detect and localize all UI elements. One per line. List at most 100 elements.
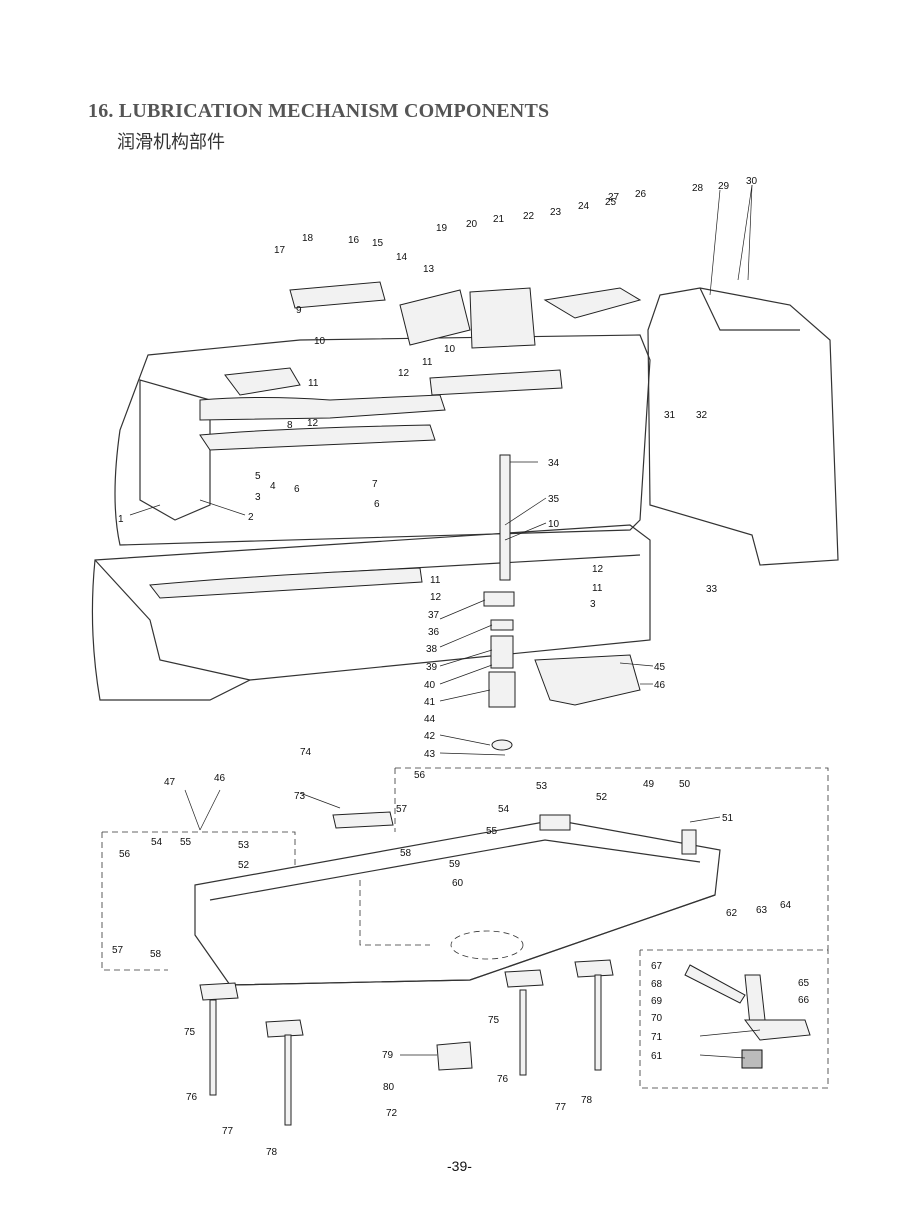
- label-41: 41: [424, 697, 436, 708]
- label-50: 50: [679, 779, 691, 790]
- label-6: 6: [294, 484, 300, 495]
- label-12c: 12: [430, 592, 442, 603]
- label-35: 35: [548, 494, 560, 505]
- arm-cover: [647, 287, 839, 566]
- label-55b: 55: [180, 837, 192, 848]
- page-subtitle-chinese: 润滑机构部件: [117, 132, 225, 153]
- label-22: 22: [523, 211, 535, 222]
- label-2: 2: [248, 512, 254, 523]
- oil-pump-assembly: [483, 454, 516, 751]
- label-12b: 12: [307, 418, 319, 429]
- label-14: 14: [396, 252, 408, 263]
- label-77b: 77: [555, 1102, 567, 1113]
- label-54b: 54: [151, 837, 163, 848]
- label-51: 51: [722, 813, 734, 824]
- label-10c: 10: [548, 519, 560, 530]
- label-38: 38: [426, 644, 438, 655]
- page-title: 16. LUBRICATION MECHANISM COMPONENTS: [88, 100, 550, 122]
- label-3: 3: [255, 492, 261, 503]
- label-77a: 77: [222, 1126, 234, 1137]
- linkage-assembly: [684, 964, 811, 1069]
- label-70: 70: [651, 1013, 663, 1024]
- label-15: 15: [372, 238, 384, 249]
- label-66: 66: [798, 995, 810, 1006]
- oil-pan-base: [194, 814, 721, 986]
- label-30: 30: [746, 176, 758, 187]
- label-53a: 53: [536, 781, 548, 792]
- dashed-groups: [101, 767, 829, 1089]
- label-73: 73: [294, 791, 306, 802]
- leader-lines: [129, 184, 761, 1059]
- label-60: 60: [452, 878, 464, 889]
- label-3b: 3: [590, 599, 596, 610]
- label-49: 49: [643, 779, 655, 790]
- label-11d: 11: [592, 583, 603, 594]
- label-67: 67: [651, 961, 663, 972]
- label-71: 71: [651, 1032, 663, 1043]
- label-34: 34: [548, 458, 560, 469]
- label-61: 61: [651, 1051, 663, 1062]
- label-78b: 78: [581, 1095, 593, 1106]
- label-1: 1: [118, 514, 124, 525]
- label-57b: 57: [112, 945, 124, 956]
- callout-labels: 1 2 3 4 5 6 6 7 8 9 10 10 10 11 11 11 11…: [112, 176, 810, 1158]
- label-6b: 6: [374, 499, 380, 510]
- label-31: 31: [664, 410, 676, 421]
- label-11b: 11: [422, 357, 433, 368]
- label-76a: 76: [186, 1092, 198, 1103]
- label-56a: 56: [414, 770, 426, 781]
- label-21: 21: [493, 214, 505, 225]
- label-72: 72: [386, 1108, 398, 1119]
- label-80: 80: [383, 1082, 395, 1093]
- label-16: 16: [348, 235, 360, 246]
- label-74: 74: [300, 747, 312, 758]
- label-18: 18: [302, 233, 314, 244]
- label-52a: 52: [596, 792, 608, 803]
- label-11a: 11: [308, 378, 319, 389]
- label-13: 13: [423, 264, 435, 275]
- label-33: 33: [706, 584, 718, 595]
- label-39: 39: [426, 662, 438, 673]
- label-5: 5: [255, 471, 261, 482]
- label-25: 25: [605, 197, 617, 208]
- label-58b: 58: [150, 949, 162, 960]
- label-20: 20: [466, 219, 478, 230]
- label-63: 63: [756, 905, 768, 916]
- label-56b: 56: [119, 849, 131, 860]
- label-8: 8: [287, 420, 293, 431]
- label-62: 62: [726, 908, 738, 919]
- label-47: 47: [164, 777, 176, 788]
- page-number: -39-: [447, 1158, 472, 1174]
- label-37: 37: [428, 610, 440, 621]
- label-19: 19: [436, 223, 448, 234]
- label-24: 24: [578, 201, 590, 212]
- label-57a: 57: [396, 804, 408, 815]
- label-36: 36: [428, 627, 440, 638]
- label-29: 29: [718, 181, 730, 192]
- label-75b: 75: [488, 1015, 500, 1026]
- label-53b: 53: [238, 840, 250, 851]
- label-44: 44: [424, 714, 436, 725]
- label-59: 59: [449, 859, 461, 870]
- label-42: 42: [424, 731, 436, 742]
- label-12d: 12: [592, 564, 604, 575]
- label-23: 23: [550, 207, 562, 218]
- label-55a: 55: [486, 826, 498, 837]
- label-58a: 58: [400, 848, 412, 859]
- label-79: 79: [382, 1050, 394, 1061]
- label-17: 17: [274, 245, 286, 256]
- label-9: 9: [296, 305, 302, 316]
- label-65: 65: [798, 978, 810, 989]
- label-46b: 46: [214, 773, 226, 784]
- label-10b: 10: [444, 344, 456, 355]
- label-40: 40: [424, 680, 436, 691]
- label-68: 68: [651, 979, 663, 990]
- label-78a: 78: [266, 1147, 278, 1158]
- label-69: 69: [651, 996, 663, 1007]
- label-54a: 54: [498, 804, 510, 815]
- label-76b: 76: [497, 1074, 509, 1085]
- label-75a: 75: [184, 1027, 196, 1038]
- label-28: 28: [692, 183, 704, 194]
- oil-tank-parts: [289, 281, 642, 349]
